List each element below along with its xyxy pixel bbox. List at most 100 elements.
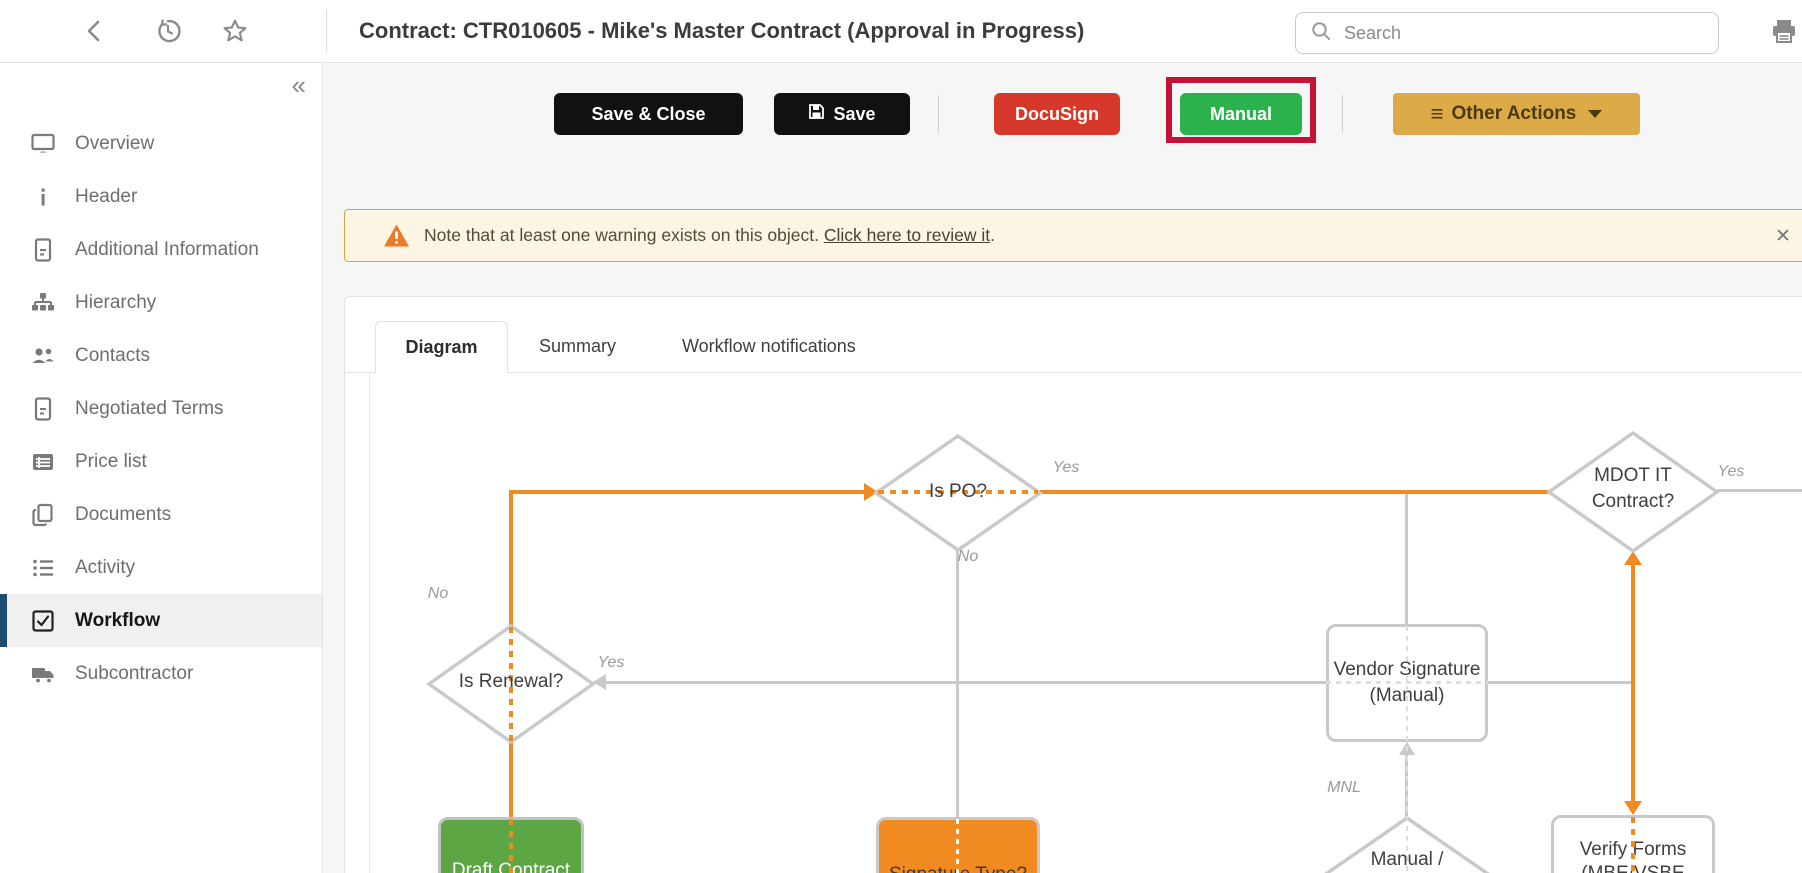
edge-label-isrenewal-no: No — [427, 585, 449, 602]
arrowhead-into-verify — [1624, 801, 1642, 815]
workflow-panel: Diagram Summary Workflow notifications — [344, 296, 1802, 873]
document-icon — [30, 396, 56, 422]
truck-icon — [30, 661, 56, 687]
node-manual-label: Manual / — [1370, 849, 1444, 870]
edge-to-vendor-signature — [1405, 494, 1408, 624]
collapse-sidebar-icon[interactable]: « — [291, 70, 306, 100]
tab-summary[interactable]: Summary — [539, 336, 617, 356]
save-and-close-button[interactable]: Save & Close — [554, 93, 743, 135]
document-icon — [30, 237, 56, 263]
review-warning-link[interactable]: Click here to review it — [823, 225, 991, 245]
topbar-divider — [326, 10, 327, 52]
sidebar-item-label: Price list — [75, 450, 147, 472]
warning-banner: Note that at least one warning exists on… — [344, 209, 1802, 262]
warning-text: Note that at least one warning exists on… — [424, 225, 995, 246]
sidebar-item-label: Negotiated Terms — [75, 397, 224, 419]
activity-list-icon — [30, 555, 56, 581]
save-label: Save — [833, 103, 876, 124]
tab-diagram[interactable]: Diagram — [375, 321, 508, 373]
save-icon — [808, 103, 825, 125]
manual-label: Manual — [1209, 103, 1272, 124]
monitor-icon — [30, 131, 56, 157]
warning-icon — [383, 223, 410, 248]
search-input[interactable] — [1342, 21, 1676, 45]
sidebar-item-header[interactable]: Header — [0, 170, 322, 223]
sidebar-item-label: Hierarchy — [75, 291, 157, 313]
sidebar-item-activity[interactable]: Activity — [0, 541, 322, 594]
sidebar-item-label: Documents — [75, 503, 172, 525]
docusign-label: DocuSign — [1015, 103, 1099, 124]
price-list-icon — [30, 449, 56, 475]
dotted-guide-signature-type — [956, 819, 959, 873]
sidebar-item-label: Additional Information — [75, 238, 259, 260]
sidebar-item-label: Workflow — [75, 609, 161, 631]
edge-main-to-ispo — [511, 490, 866, 494]
node-mdot-label: MDOT IT Contract? — [1563, 463, 1703, 515]
other-actions-button[interactable]: ≡ Other Actions — [1393, 93, 1640, 135]
sidebar-item-subcontractor[interactable]: Subcontractor — [0, 647, 322, 700]
history-icon[interactable] — [154, 17, 182, 45]
sidebar-item-label: Contacts — [75, 344, 150, 366]
edge-ispo-to-mdot — [1040, 490, 1549, 494]
edge-dotted-in-verify — [1631, 817, 1635, 873]
node-is-po-label: Is PO? — [928, 481, 988, 502]
arrowhead-into-ispo — [864, 483, 878, 501]
edge-isrenewal-to-draft — [509, 741, 513, 817]
sidebar-item-documents[interactable]: Documents — [0, 488, 322, 541]
edge-dotted-in-ispo — [878, 490, 1038, 494]
edge-dotted-in-isrenewal — [509, 627, 513, 741]
button-divider — [1342, 95, 1343, 133]
sidebar-item-negotiated-terms[interactable]: Negotiated Terms — [0, 382, 322, 435]
node-mdot-line2: Contract? — [1591, 491, 1675, 512]
node-mdot-line1: MDOT IT — [1594, 465, 1672, 486]
sidebar-item-contacts[interactable]: Contacts — [0, 329, 322, 382]
workflow-diagram-canvas: Is Renewal? Is PO? MDOT IT Contract? Man… — [345, 373, 1802, 873]
documents-copy-icon — [30, 502, 56, 528]
hierarchy-icon — [30, 290, 56, 316]
warning-suffix: . — [990, 225, 996, 245]
edge-label-mnl: MNL — [1327, 779, 1361, 796]
decision-mdot-it-contract — [1545, 430, 1721, 554]
close-banner-icon[interactable]: ✕ — [1775, 226, 1791, 247]
sidebar-item-workflow[interactable]: Workflow — [0, 594, 322, 647]
favorite-star-icon[interactable] — [221, 17, 249, 45]
arrowhead-into-isrenewal — [593, 674, 606, 690]
edge-label-isrenewal-yes: Yes — [597, 654, 625, 671]
sidebar-item-overview[interactable]: Overview — [0, 117, 322, 170]
tab-workflow-notifications[interactable]: Workflow notifications — [682, 336, 856, 356]
docusign-button[interactable]: DocuSign — [994, 93, 1120, 135]
arrowhead-into-mdot — [1624, 551, 1642, 565]
edge-label-ispo-yes: Yes — [1052, 459, 1080, 476]
sidebar-item-label: Header — [75, 185, 138, 207]
page-title: Contract: CTR010605 - Mike's Master Cont… — [359, 18, 1085, 43]
back-icon[interactable] — [80, 17, 108, 45]
sidebar-item-label: Overview — [75, 132, 155, 154]
manual-button[interactable]: Manual — [1180, 93, 1302, 135]
sidebar-item-hierarchy[interactable]: Hierarchy — [0, 276, 322, 329]
print-icon[interactable] — [1770, 17, 1798, 45]
info-icon — [30, 184, 56, 210]
search-box[interactable] — [1295, 12, 1719, 54]
edge-label-mdot-yes: Yes — [1717, 463, 1745, 480]
sidebar-item-label: Activity — [75, 556, 136, 578]
other-actions-label: Other Actions — [1451, 103, 1577, 124]
edge-mdot-yes — [1717, 489, 1802, 492]
chevron-down-icon — [1588, 110, 1603, 118]
sidebar-item-price-list[interactable]: Price list — [0, 435, 322, 488]
sidebar-item-additional-information[interactable]: Additional Information — [0, 223, 322, 276]
sidebar: « Overview Header Additional Information… — [0, 62, 323, 873]
edge-label-ispo-no: No — [957, 548, 979, 565]
edge-mdot-verify — [1631, 563, 1635, 803]
top-bar: Contract: CTR010605 - Mike's Master Cont… — [0, 0, 1802, 63]
edge-dotted-in-draft — [509, 819, 513, 873]
warning-message: Note that at least one warning exists on… — [424, 225, 819, 245]
save-and-close-label: Save & Close — [591, 103, 706, 124]
edge-vendor-to-orange — [1488, 681, 1633, 684]
sidebar-item-label: Subcontractor — [75, 662, 194, 684]
diagram-edge-line — [369, 373, 370, 873]
save-button[interactable]: Save — [774, 93, 910, 135]
workflow-checkbox-icon — [30, 608, 56, 634]
search-icon — [1310, 20, 1332, 47]
menu-icon: ≡ — [1430, 101, 1444, 126]
